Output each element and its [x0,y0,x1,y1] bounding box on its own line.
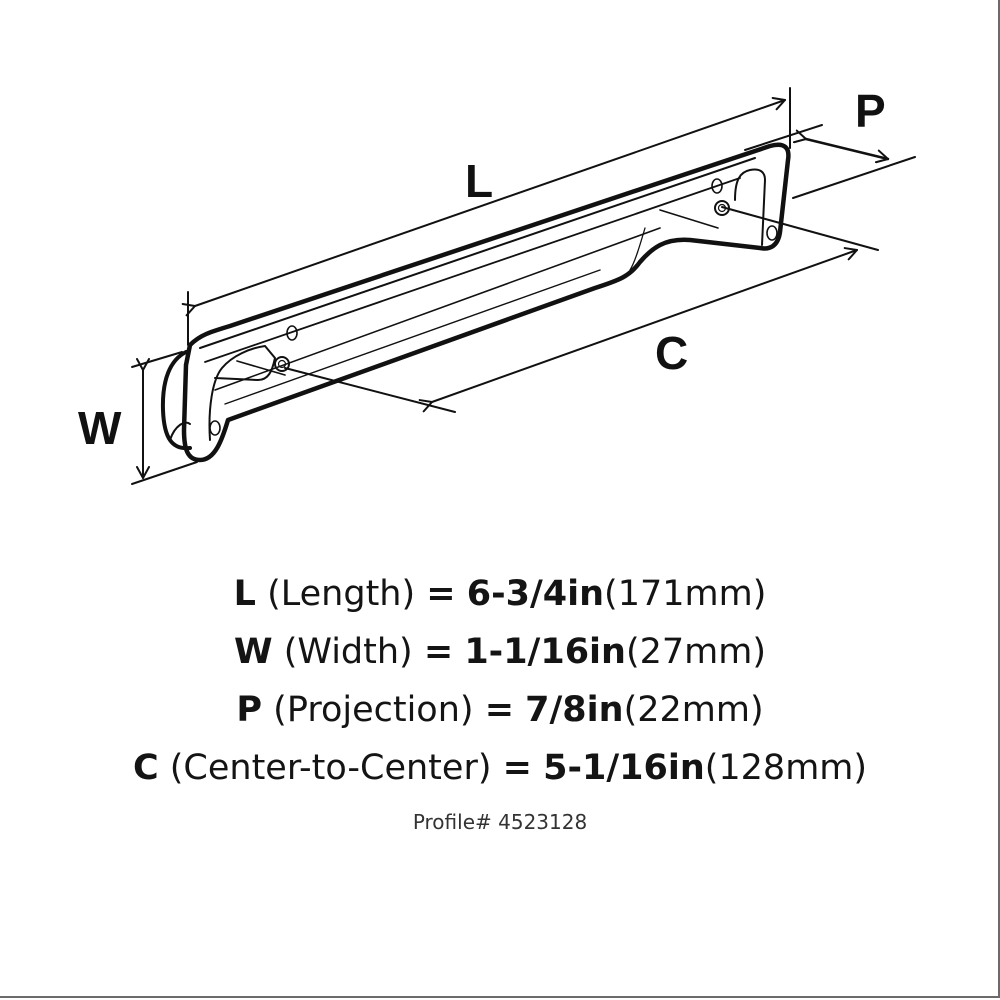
spec-equals: = [502,748,532,788]
spec-mm: (171mm) [604,574,767,614]
spec-projection: P (Projection) = 7/8in(22mm) [0,681,1000,739]
spec-inches: 6-3/4in [466,574,605,614]
spec-width: W (Width) = 1-1/16in(27mm) [0,623,1000,681]
profile-number: Profile# 4523128 [412,810,588,834]
handle-drawing [131,87,916,485]
spec-letter: P [236,690,263,730]
spec-mm: (27mm) [625,632,767,672]
spec-mm: (22mm) [623,690,764,730]
width-label: W [78,402,122,454]
handle-body [160,142,791,463]
specification-list: L (Length) = 6-3/4in(171mm) W (Width) = … [0,565,1000,797]
spec-equals: = [426,574,456,614]
length-dimension [181,87,791,346]
center-to-center-dimension [284,206,879,413]
projection-label: P [855,85,886,137]
spec-letter: W [233,632,273,672]
spec-name: (Projection) [273,690,474,730]
projection-dimension [744,124,916,199]
width-dimension [131,351,198,485]
spec-inches: 7/8in [525,690,624,730]
spec-length: L (Length) = 6-3/4in(171mm) [0,565,1000,623]
center-to-center-label: C [655,327,689,379]
spec-mm: (128mm) [704,748,868,788]
spec-equals: = [484,690,515,730]
spec-inches: 1-1/16in [464,632,626,672]
spec-name: (Center-to-Center) [169,748,492,788]
spec-letter: L [233,574,256,614]
length-label: L [465,155,494,207]
spec-name: (Width) [283,632,413,672]
spec-letter: C [132,748,159,788]
spec-equals: = [423,632,454,672]
spec-inches: 5-1/16in [543,748,705,788]
spec-center-to-center: C (Center-to-Center) = 5-1/16in(128mm) [0,739,1000,797]
spec-name: (Length) [267,574,416,614]
